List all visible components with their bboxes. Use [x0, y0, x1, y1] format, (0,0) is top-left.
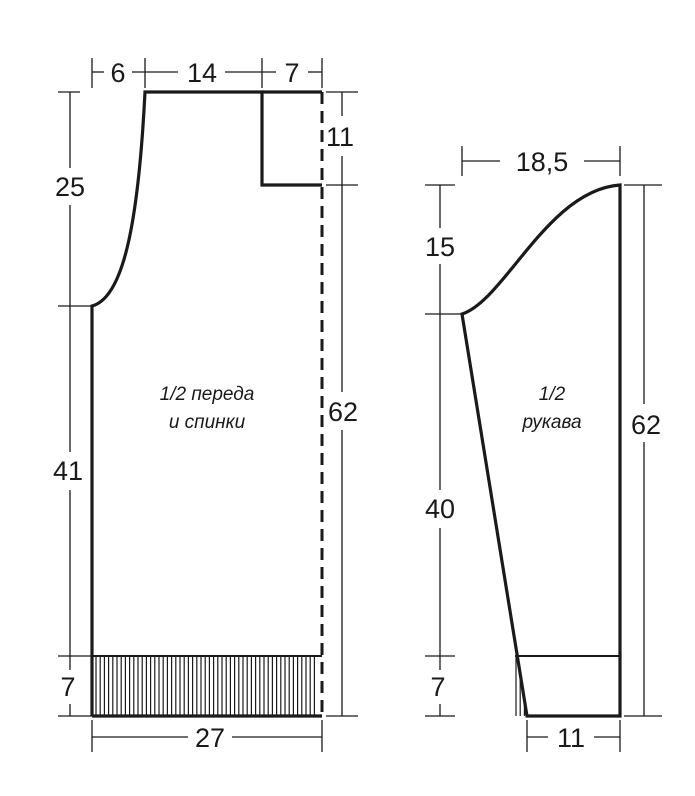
front-bottom-dimension: 27	[91, 720, 323, 753]
front-ribbing	[95, 656, 315, 716]
sleeve-right-dimension: 62	[624, 184, 662, 717]
front-back-outline	[90, 90, 322, 716]
sleeve-label-line1: 1/2	[539, 384, 566, 405]
dim-neck-depth: 11	[326, 122, 354, 152]
sleeve-ribbing	[515, 656, 526, 716]
sleeve-left-dimensions: 15 40 7	[425, 184, 462, 717]
sleeve-label-line2: рукава	[521, 412, 581, 433]
dim-cuff-width: 11	[557, 723, 585, 753]
dim-sleeve-length: 40	[425, 494, 455, 524]
dim-shoulder-left: 6	[110, 58, 125, 88]
dim-cap-height: 15	[425, 232, 455, 262]
dim-shoulder-right: 7	[284, 58, 299, 88]
sleeve-bottom-dimension: 11	[526, 720, 621, 753]
front-left-dimensions: 25 41 7	[53, 91, 92, 717]
dim-rib-height-sleeve: 7	[430, 672, 445, 702]
dim-neck-width: 14	[187, 58, 217, 88]
front-right-dimensions: 11 62	[326, 91, 358, 717]
dim-cap-width: 18,5	[516, 147, 569, 177]
dim-total-length-front: 62	[328, 397, 358, 427]
dim-width: 27	[195, 723, 225, 753]
front-back-label-line2: и спинки	[169, 412, 246, 433]
dim-armhole-height: 25	[55, 172, 85, 202]
front-top-dimensions: 6 14 7	[91, 58, 323, 88]
sleeve-outline	[460, 183, 622, 718]
dim-side-length: 41	[53, 456, 83, 486]
dim-total-length-sleeve: 62	[631, 410, 661, 440]
sleeve-piece: 18,5 15 40 7 62	[425, 146, 662, 753]
dim-rib-height-front: 7	[60, 672, 75, 702]
front-back-label-line1: 1/2 переда	[160, 384, 255, 405]
sleeve-top-dimension: 18,5	[461, 146, 621, 177]
front-back-piece: 6 14 7 25 41 7 11 62	[53, 58, 358, 753]
